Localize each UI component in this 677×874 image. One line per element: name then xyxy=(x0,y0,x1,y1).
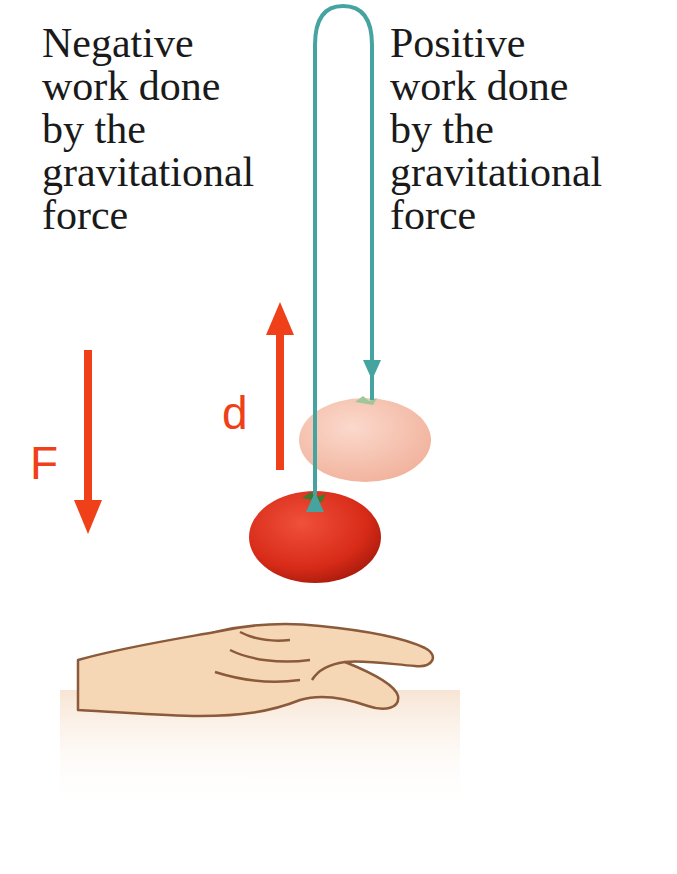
tomato xyxy=(249,491,381,583)
annotation-text: Negative work done by the gravitational … xyxy=(42,22,267,237)
arrowhead-up xyxy=(306,492,324,512)
annotation-text: Positive work done by the gravitational … xyxy=(390,22,615,237)
arrowhead-down xyxy=(363,360,381,380)
hand xyxy=(78,624,433,716)
vector-label: d xyxy=(222,388,248,438)
trajectory xyxy=(315,6,372,495)
tomato-faded xyxy=(299,396,431,482)
displacement-arrow xyxy=(266,302,294,470)
vector-label: F xyxy=(30,438,58,488)
force-arrow xyxy=(74,350,102,534)
